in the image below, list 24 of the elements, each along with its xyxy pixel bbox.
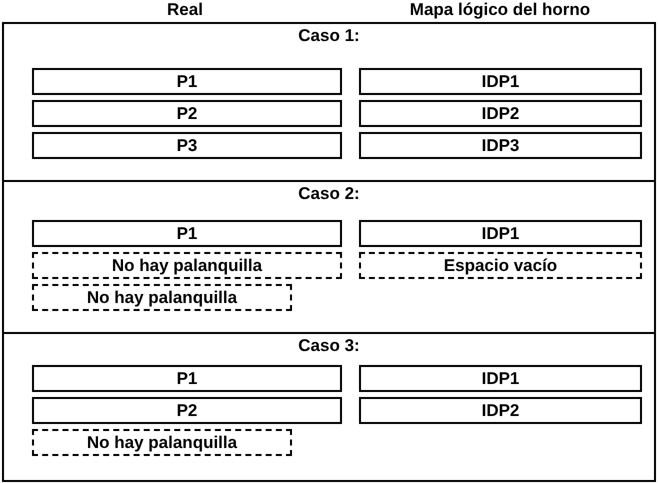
- slot-box: P1: [32, 365, 342, 392]
- slot-box: IDP1: [359, 220, 642, 247]
- empty-slot-box: No hay palanquilla: [32, 429, 292, 456]
- slot-box: P1: [32, 220, 342, 247]
- slot-box: P1: [32, 68, 342, 95]
- empty-slot-box: No hay palanquilla: [32, 284, 292, 311]
- case-title: Caso 2:: [298, 184, 360, 204]
- slot-box: P2: [32, 397, 342, 424]
- slot-box: IDP3: [359, 132, 642, 159]
- case-title: Caso 1:: [298, 26, 360, 46]
- slot-box: IDP1: [359, 365, 642, 392]
- empty-slot-box: Espacio vacío: [359, 252, 642, 279]
- slot-box: P2: [32, 100, 342, 127]
- case-title: Caso 3:: [298, 336, 360, 356]
- column-header: Mapa lógico del horno: [408, 0, 592, 20]
- slot-box: IDP2: [359, 100, 642, 127]
- column-header: Real: [166, 0, 204, 20]
- slot-box: IDP1: [359, 68, 642, 95]
- empty-slot-box: No hay palanquilla: [32, 252, 342, 279]
- slot-box: P3: [32, 132, 342, 159]
- slot-box: IDP2: [359, 397, 642, 424]
- case-panel: [2, 180, 656, 334]
- case-panel: [2, 332, 656, 482]
- case-panel: [2, 22, 656, 182]
